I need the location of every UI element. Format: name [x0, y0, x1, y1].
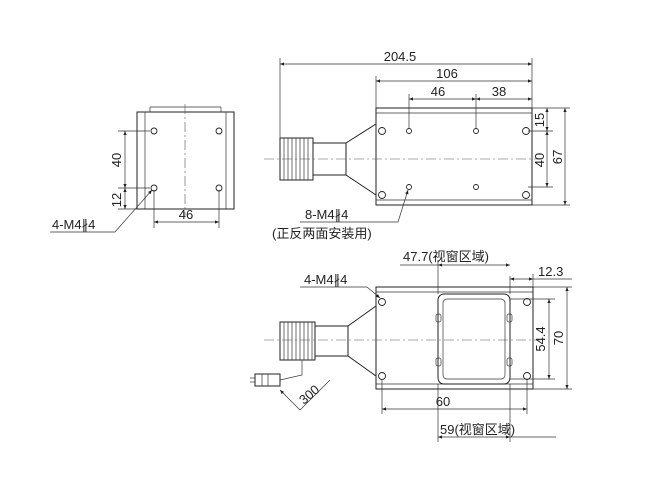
- dim-total-length: 204.5: [384, 49, 417, 64]
- side-hole-tr: [215, 127, 223, 135]
- top-hole-5: [406, 128, 412, 134]
- top-view-body: [375, 107, 533, 206]
- callout-top-holes-2: (正反两面安装用): [272, 226, 372, 241]
- callout-side-holes: 4-M4∦4: [52, 217, 95, 232]
- top-view: 204.5 106 46 38 15 40 67 8-M4∦4 (正反两面安装用…: [264, 49, 570, 241]
- bottom-view: 300 47.7(视窗区域) 12.3 54.4 70 60 59(视窗区域): [250, 249, 572, 442]
- connector: [254, 373, 281, 387]
- dim-edge-12-3: 12.3: [538, 264, 563, 279]
- dim-window-54-4: 54.4: [533, 326, 548, 351]
- dim-hole-40-right: 40: [532, 153, 547, 167]
- bottom-hole-tr: [523, 298, 531, 306]
- side-view: 40 12 46 4-M4∦4: [50, 104, 235, 233]
- dim-height-67: 67: [550, 150, 565, 164]
- dim-hole-38: 38: [492, 84, 506, 99]
- bottom-view-body: [375, 286, 534, 390]
- dim-height-70: 70: [551, 331, 566, 345]
- top-hole-8: [473, 184, 479, 190]
- dim-window-47-7: 47.7(视窗区域): [403, 249, 489, 264]
- dim-window-59: 59(视窗区域): [440, 422, 515, 437]
- viewing-window: [437, 293, 511, 385]
- bottom-hole-br: [523, 372, 531, 380]
- side-view-body: [136, 111, 235, 210]
- bottom-lens-barrel: [279, 321, 316, 361]
- bottom-lens-collar: [314, 325, 349, 357]
- dim-body-length: 106: [436, 66, 458, 81]
- dim-side-40: 40: [109, 153, 124, 167]
- top-hole-4: [522, 191, 530, 199]
- bottom-hole-tl: [378, 298, 386, 306]
- top-hole-1: [378, 127, 386, 135]
- dim-edge-15: 15: [532, 113, 547, 127]
- top-hole-2: [378, 191, 386, 199]
- dim-side-46: 46: [179, 207, 193, 222]
- dim-bottom-60: 60: [436, 394, 450, 409]
- side-hole-tl: [150, 127, 158, 135]
- top-hole-7: [473, 128, 479, 134]
- dim-side-12: 12: [109, 193, 124, 207]
- bottom-hole-bl: [378, 372, 386, 380]
- top-hole-6: [406, 184, 412, 190]
- callout-top-holes-1: 8-M4∦4: [305, 207, 348, 222]
- callout-bottom-holes: 4-M4∦4: [304, 272, 347, 287]
- cable: [279, 360, 303, 381]
- dim-cable-300: 300: [296, 382, 322, 407]
- dim-hole-46: 46: [431, 84, 445, 99]
